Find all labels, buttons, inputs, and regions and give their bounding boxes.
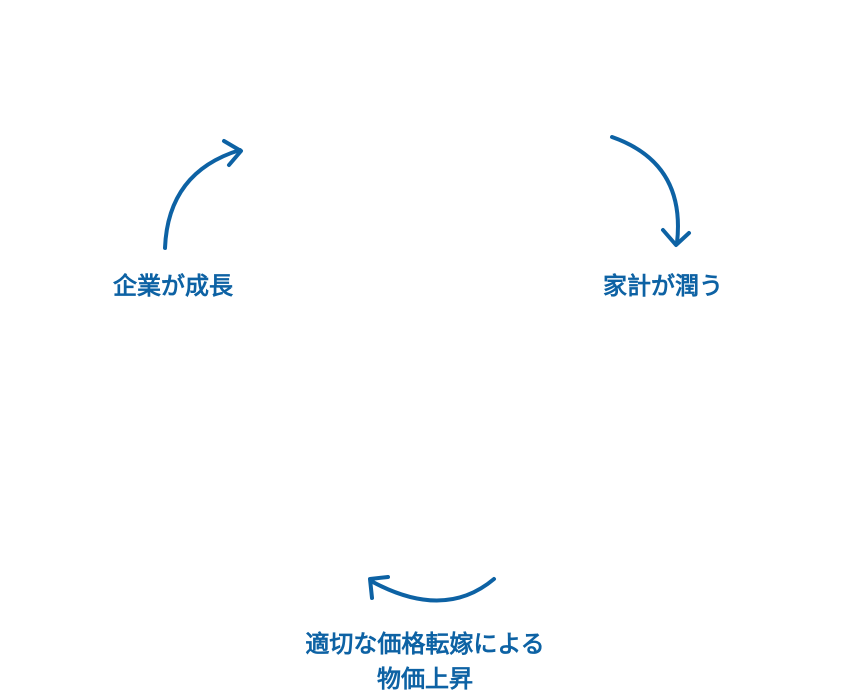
- node-label-price-rise: 適切な価格転嫁による 物価上昇: [230, 627, 620, 697]
- arrow-growth-to-household: [163, 139, 243, 250]
- node-label-company-growth: 企業が成長: [113, 272, 233, 300]
- node-label-household-prosper: 家計が潤う: [603, 272, 723, 300]
- arrowhead: [368, 575, 390, 600]
- node-label-price-rise-line-2: 物価上昇: [377, 665, 473, 693]
- arc-line: [369, 577, 496, 603]
- node-label-price-rise-line-1: 適切な価格転嫁による: [305, 630, 545, 658]
- arc-line: [610, 135, 680, 245]
- arrow-household-to-price: [610, 135, 691, 247]
- arrowhead: [661, 228, 691, 247]
- arrowhead: [222, 139, 243, 167]
- arc-line: [163, 148, 242, 250]
- arrow-price-to-growth: [368, 575, 496, 603]
